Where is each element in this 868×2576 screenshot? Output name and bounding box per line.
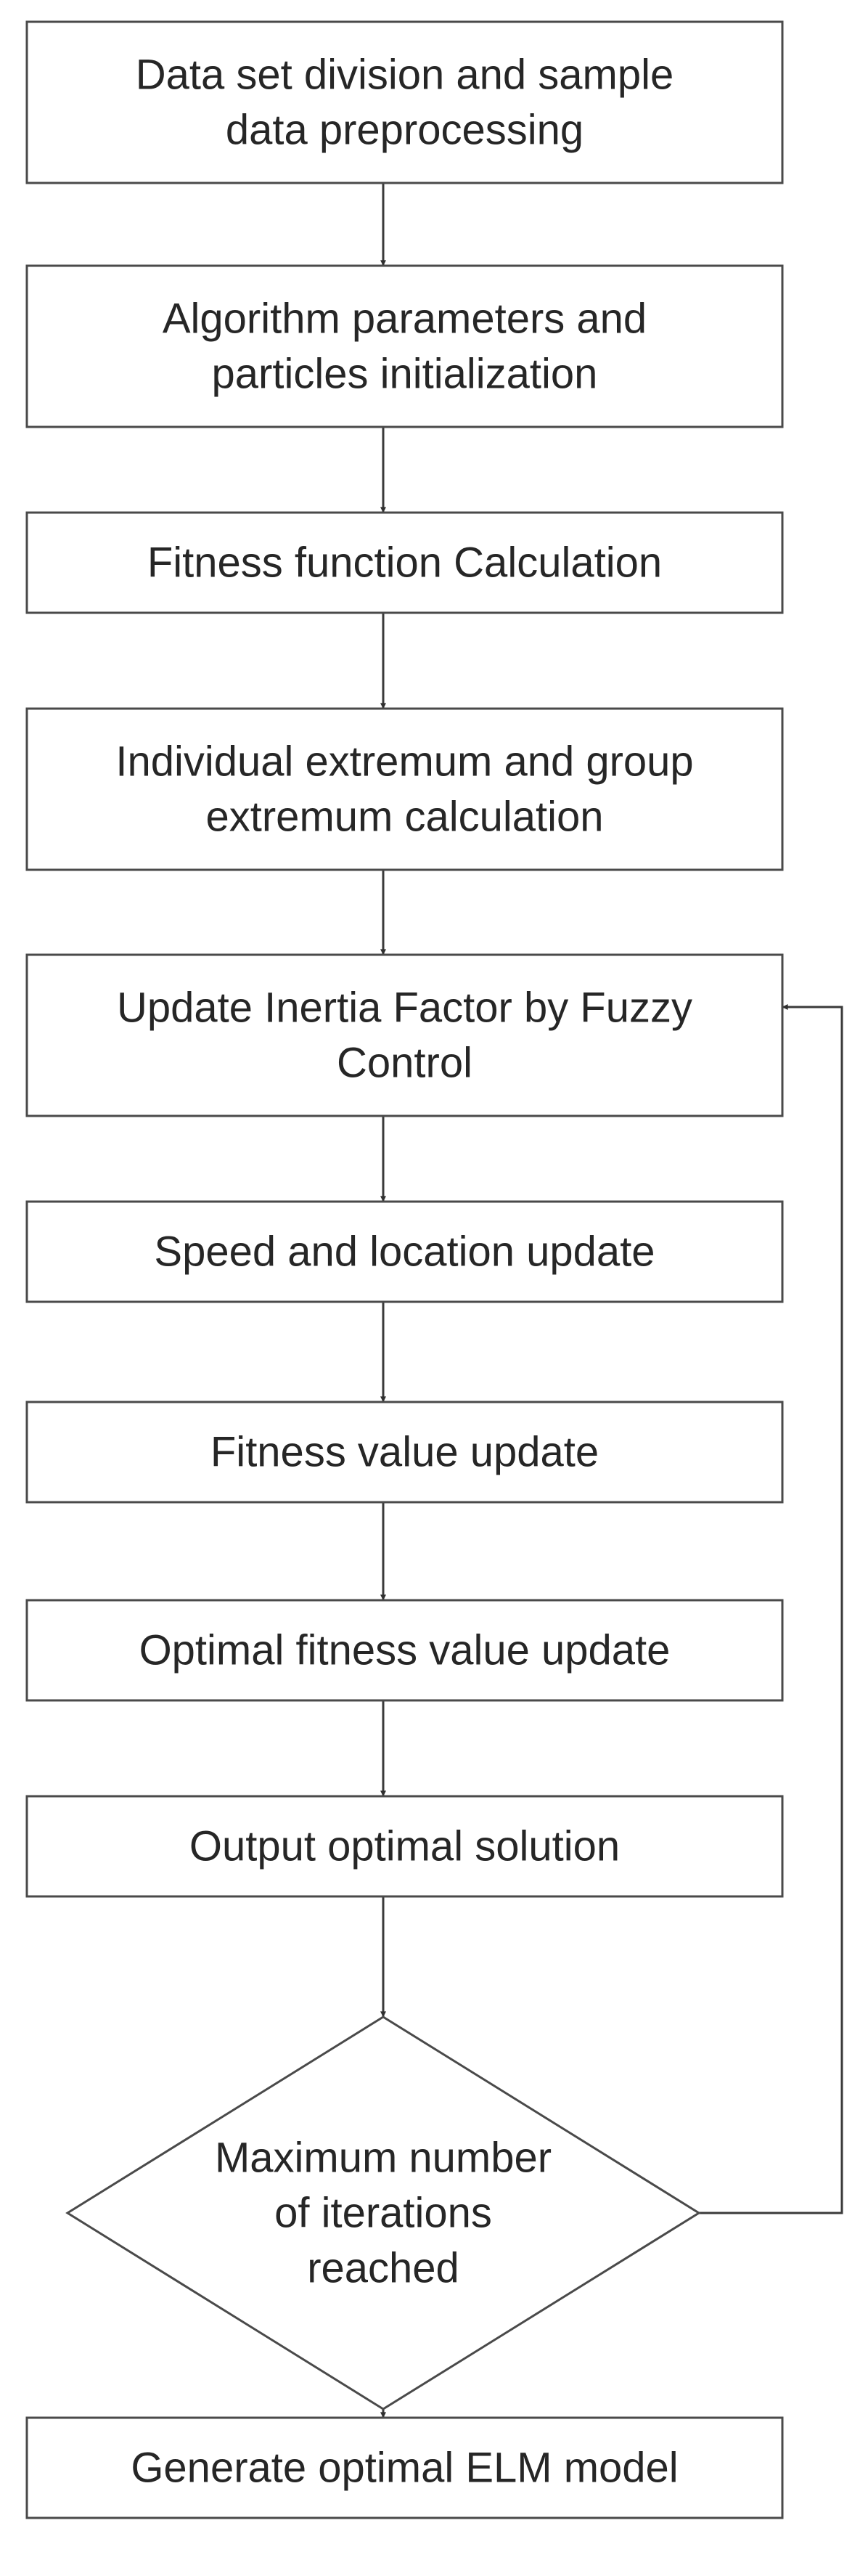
node-label-line: Maximum number: [215, 2135, 552, 2182]
flow-node-n8: Optimal fitness value update: [25, 1599, 784, 1702]
flow-node-n4: Individual extremum and group extremum ca…: [25, 707, 784, 871]
node-label-line: Fitness function Calculation: [147, 539, 662, 587]
process-box: [25, 511, 784, 614]
process-box: [25, 953, 784, 1117]
node-label-line: Data set division and sample: [136, 52, 674, 99]
node-label-line: of iterations: [274, 2190, 492, 2237]
node-label-line: Fitness value update: [210, 1429, 599, 1476]
flow-node-n1: Data set division and sample data preproc…: [25, 20, 784, 184]
process-box: [25, 1795, 784, 1898]
node-label-line: particles initialization: [212, 351, 598, 398]
node-label-line: Update Inertia Factor by Fuzzy: [117, 985, 692, 1032]
node-label-line: data preprocessing: [226, 107, 584, 154]
process-box: [25, 1401, 784, 1504]
node-label-line: Control: [337, 1040, 472, 1087]
decision-diamond: [65, 2015, 701, 2410]
node-label-line: reached: [307, 2245, 459, 2292]
process-box: [25, 1200, 784, 1303]
process-box: [25, 1599, 784, 1702]
process-box: [25, 20, 784, 184]
edges-layer: [380, 183, 843, 2418]
flow-node-n6: Speed and location update: [25, 1200, 784, 1303]
process-box: [25, 2416, 784, 2519]
flow-node-n11: Generate optimal ELM model: [25, 2416, 784, 2519]
process-box: [25, 264, 784, 428]
node-label-line: Algorithm parameters and: [163, 295, 647, 343]
process-box: [25, 707, 784, 871]
flow-node-n10: Maximum number of iterations reached: [65, 2015, 701, 2410]
nodes-layer: Data set division and sample data preproc…: [25, 20, 784, 2519]
flow-node-n9: Output optimal solution: [25, 1795, 784, 1898]
flow-node-n7: Fitness value update: [25, 1401, 784, 1504]
node-label-line: Generate optimal ELM model: [131, 2445, 678, 2492]
node-label-line: Speed and location update: [154, 1228, 655, 1276]
loop-back-arrow: [699, 1004, 843, 2214]
node-label-line: Output optimal solution: [189, 1823, 620, 1870]
node-label-line: Optimal fitness value update: [139, 1627, 671, 1674]
flow-node-n3: Fitness function Calculation: [25, 511, 784, 614]
flow-node-n2: Algorithm parameters and particles initia…: [25, 264, 784, 428]
node-label-line: extremum calculation: [206, 794, 604, 841]
node-label-line: Individual extremum and group: [115, 738, 693, 786]
